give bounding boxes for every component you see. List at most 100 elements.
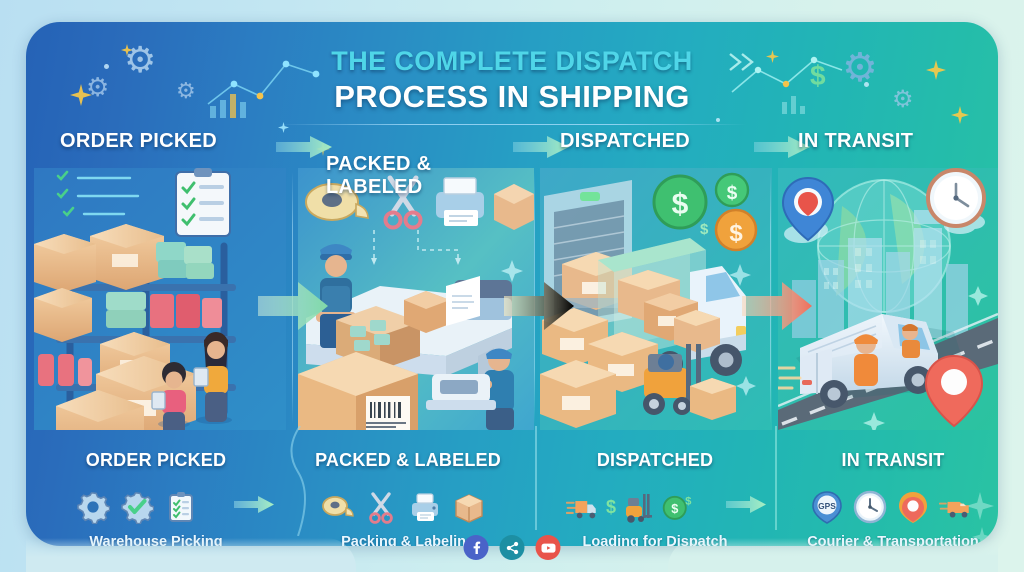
header-arrow-1 <box>276 136 332 158</box>
title-divider <box>278 124 746 125</box>
forklift <box>643 344 736 420</box>
loading-dispatch-scene: $ $ $ $ <box>540 168 772 430</box>
notch-wing-right <box>668 538 998 572</box>
svg-text:$: $ <box>729 220 743 247</box>
page-title-line-2: PROCESS IN SHIPPING <box>334 79 690 114</box>
summary-title-packed-labeled: PACKED & LABELED <box>284 450 532 471</box>
tape-roll-icon[interactable] <box>320 490 354 524</box>
flow-connector <box>373 230 459 260</box>
connector-arrow-green <box>258 282 328 330</box>
colored-cartons <box>106 292 222 328</box>
carton-box <box>674 310 720 352</box>
svg-text:$: $ <box>672 188 689 221</box>
stage-header-dispatched: DISPATCHED <box>560 130 770 153</box>
svg-text:$: $ <box>671 501 678 516</box>
dollar-sign-icon: $ <box>700 221 709 238</box>
summary-icons-order-picked <box>76 486 198 528</box>
printer-illustration <box>436 177 484 226</box>
carton-box <box>404 291 450 333</box>
connector-arrow-orange <box>742 282 812 330</box>
gear-icon[interactable] <box>76 490 110 524</box>
stage-header-in-transit: IN TRANSIT <box>798 130 998 153</box>
facebook-icon[interactable] <box>463 535 489 560</box>
summary-arrow-1 <box>234 496 274 513</box>
summary-divider <box>535 426 537 530</box>
clock-icon <box>926 168 986 228</box>
stage-header-label: PACKED & LABELED <box>326 153 432 199</box>
carton-box <box>540 360 616 428</box>
gps-pin-icon[interactable]: GPS <box>810 490 844 524</box>
carton-box <box>90 224 164 290</box>
stage-header-order-picked: ORDER PICKED <box>60 130 260 153</box>
sparkle-star <box>729 264 756 396</box>
svg-text:$: $ <box>727 183 738 204</box>
courier-transit-scene <box>778 168 998 430</box>
header-arrow-2 <box>513 136 569 158</box>
gear-check-icon[interactable] <box>120 490 154 524</box>
dollar-coin-icon[interactable]: $ $ <box>662 490 696 524</box>
labeled-carton-box <box>298 352 418 430</box>
summary-title-order-picked: ORDER PICKED <box>42 450 270 471</box>
connector-arrow-yellow <box>504 282 574 330</box>
check-marks-decoration <box>56 170 75 217</box>
label-printer <box>446 276 512 326</box>
summary-title-label: IN TRANSIT <box>841 450 945 470</box>
warehouse-worker <box>151 362 190 430</box>
title-block: THE COMPLETE DISPATCH PROCESS IN SHIPPIN… <box>26 46 998 125</box>
youtube-icon[interactable] <box>535 535 561 560</box>
summary-title-label: ORDER PICKED <box>85 450 227 470</box>
location-pin-icon <box>924 354 984 428</box>
printer-icon[interactable] <box>408 490 442 524</box>
box-icon[interactable] <box>452 490 486 524</box>
summary-divider <box>290 426 306 536</box>
delivery-van <box>778 314 964 408</box>
page-title-line-1: THE COMPLETE DISPATCH <box>331 46 693 76</box>
stage-header-label: ORDER PICKED <box>60 130 217 152</box>
summary-title-in-transit: IN TRANSIT <box>780 450 998 471</box>
summary-icons-in-transit: GPS <box>810 486 973 528</box>
carton-box <box>34 234 96 292</box>
packing-labeling-scene <box>298 168 534 430</box>
summary-caption-label: Packing & Labeling <box>341 534 475 546</box>
social-bar <box>463 535 561 560</box>
location-pin-icon <box>781 176 835 242</box>
dollar-sign-icon: $ <box>606 496 617 517</box>
clipboard-checklist-icon[interactable] <box>164 490 198 524</box>
summary-icons-dispatched: $ $ $ <box>566 486 696 528</box>
sparkle-star <box>501 260 523 282</box>
dollar-coin-icon: $ <box>714 208 758 252</box>
summary-divider <box>775 426 777 530</box>
svg-text:$: $ <box>685 495 691 507</box>
location-pin-icon[interactable] <box>896 490 930 524</box>
stage-header-label: IN TRANSIT <box>798 130 914 152</box>
carton-box <box>34 288 92 342</box>
svg-text:GPS: GPS <box>818 501 836 511</box>
stage-header-packed-labeled: PACKED & LABELED <box>326 130 536 200</box>
stage-header-label: DISPATCHED <box>560 130 691 152</box>
forklift-icon[interactable] <box>622 490 656 524</box>
clock-icon[interactable] <box>853 490 887 524</box>
scissors-icon[interactable] <box>364 490 398 524</box>
truck-icon[interactable] <box>566 490 600 524</box>
scissors-illustration <box>383 175 423 230</box>
box-truck <box>598 238 746 377</box>
summary-arrow-2 <box>726 496 766 513</box>
sparkle-star <box>863 286 988 430</box>
summary-title-dispatched: DISPATCHED <box>542 450 768 471</box>
warehouse-picking-scene <box>34 168 286 430</box>
courier-worker <box>854 334 878 386</box>
header-arrow-3 <box>754 136 810 158</box>
summary-title-label: PACKED & LABELED <box>315 450 501 470</box>
dollar-coin-icon: $ <box>714 172 750 208</box>
summary-caption-packing-labeling: Packing & Labeling <box>284 534 532 546</box>
carton-box <box>56 390 144 430</box>
label-applicator <box>426 374 496 410</box>
bottle-items <box>38 354 92 386</box>
clipboard-checklist-illustration <box>175 168 231 237</box>
delivery-van-icon[interactable] <box>939 490 973 524</box>
notch-wing-left <box>26 538 356 572</box>
colored-cartons <box>156 242 214 279</box>
share-icon[interactable] <box>499 535 525 560</box>
dollar-coin-icon: $ <box>652 174 708 230</box>
